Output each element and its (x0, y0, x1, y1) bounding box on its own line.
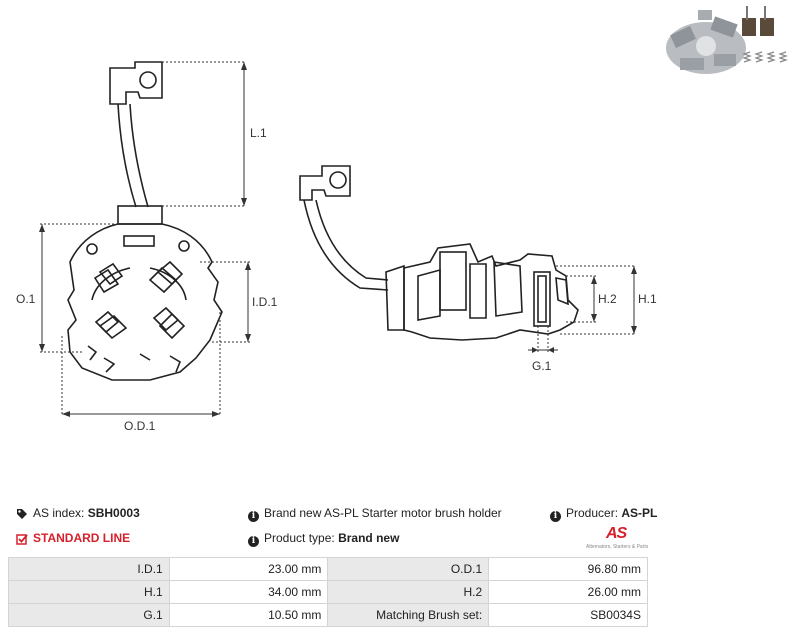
spec-label: Matching Brush set: (327, 603, 490, 627)
table-row: G.1 10.50 mm Matching Brush set: SB0034S (8, 603, 648, 627)
spec-value: 10.50 mm (168, 603, 329, 627)
product-type: i Product type: Brand new (248, 531, 399, 547)
producer-value: AS-PL (621, 506, 658, 520)
product-photo (660, 4, 796, 84)
dim-label-g1: G.1 (532, 359, 552, 373)
checkbox-checked-icon (16, 534, 28, 545)
spec-label: G.1 (8, 603, 170, 627)
dim-label-l1: L.1 (250, 126, 267, 140)
product-type-value: Brand new (338, 531, 400, 545)
spec-label: H.1 (8, 580, 170, 604)
logo-subtitle: Alternators, Starters & Parts (586, 544, 649, 550)
dim-label-od1: O.D.1 (124, 419, 156, 433)
spec-label: I.D.1 (8, 557, 170, 581)
line-name: STANDARD LINE (33, 531, 131, 545)
info-icon: i (550, 511, 561, 522)
tag-icon (17, 508, 27, 519)
producer: i Producer: AS-PL (550, 506, 657, 522)
dim-label-h1: H.1 (638, 292, 657, 306)
spec-value: 26.00 mm (488, 580, 648, 604)
dim-label-o1: O.1 (16, 292, 36, 306)
dim-label-id1: I.D.1 (252, 295, 278, 309)
logo-mark: AS (606, 525, 627, 542)
as-index: AS index: SBH0003 (16, 506, 140, 520)
spec-value: 34.00 mm (168, 580, 329, 604)
product-line: STANDARD LINE (16, 531, 130, 545)
table-row: H.1 34.00 mm H.2 26.00 mm (8, 580, 648, 604)
specs-table: I.D.1 23.00 mm O.D.1 96.80 mm H.1 34.00 … (8, 557, 648, 627)
brand-logo: AS Alternators, Starters & Parts (586, 525, 650, 553)
product-type-label: Product type: (264, 531, 335, 545)
technical-drawing: L.1 O.1 I.D.1 O.D.1 H.2 H.1 G.1 (16, 61, 657, 433)
spec-value: 96.80 mm (488, 557, 648, 581)
as-index-label: AS index: (33, 506, 85, 520)
description: i Brand new AS-PL Starter motor brush hol… (248, 506, 502, 522)
table-row: I.D.1 23.00 mm O.D.1 96.80 mm (8, 557, 648, 581)
spec-label: H.2 (327, 580, 490, 604)
spec-value: SB0034S (488, 603, 648, 627)
info-icon: i (248, 536, 259, 547)
producer-label: Producer: (566, 506, 619, 520)
as-index-value: SBH0003 (87, 506, 140, 520)
description-text: Brand new AS-PL Starter motor brush hold… (264, 506, 502, 520)
spec-value: 23.00 mm (168, 557, 329, 581)
spec-label: O.D.1 (327, 557, 490, 581)
dim-label-h2: H.2 (598, 292, 617, 306)
info-icon: i (248, 511, 259, 522)
